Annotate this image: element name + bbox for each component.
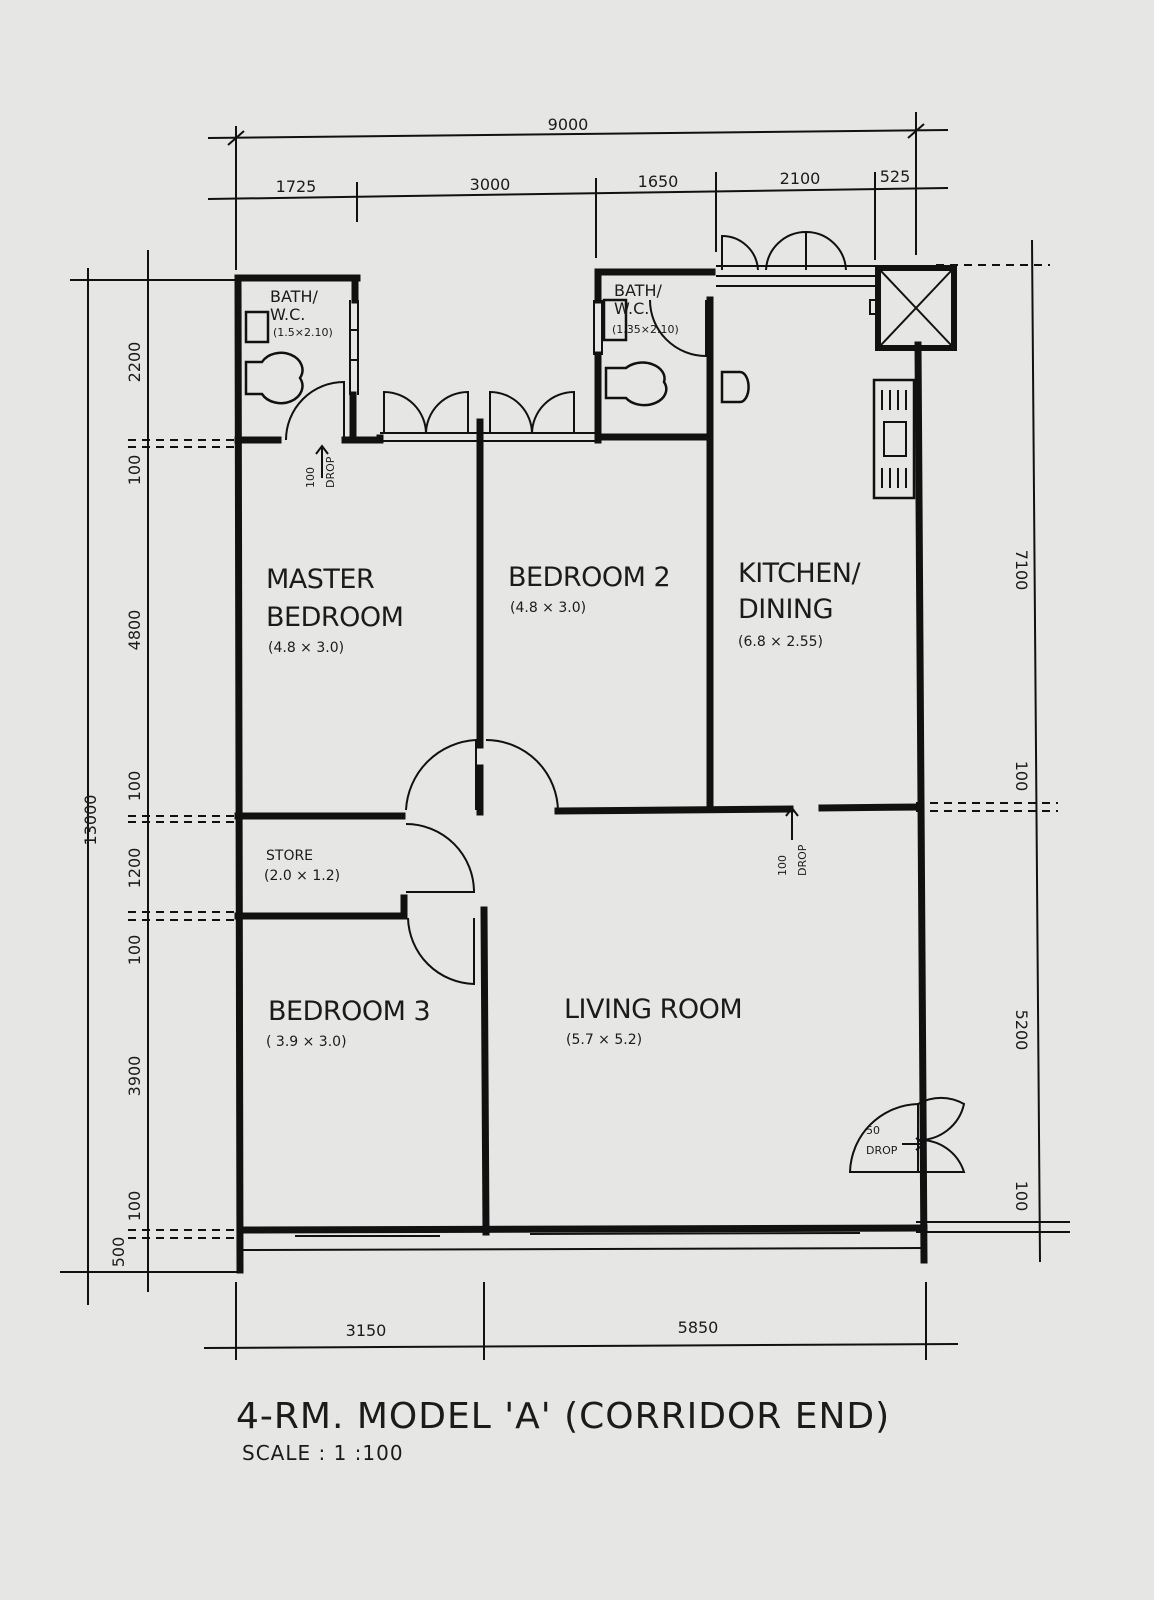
drop-markers: 100 DROP 100 DROP 50 DROP xyxy=(304,444,926,1157)
dim-top-1: 1725 xyxy=(276,177,317,196)
dim-right-2: 100 xyxy=(1012,761,1031,792)
basin-icon xyxy=(244,310,270,344)
bath2-label-line2: W.C. xyxy=(614,299,649,318)
openings xyxy=(285,230,966,1173)
dim-left-total: 13000 xyxy=(81,795,100,846)
bath2-label-line1: BATH/ xyxy=(614,281,662,300)
left-dimensions: 13000 2200 100 4800 100 1200 100 3900 10… xyxy=(60,250,240,1305)
kitchen-label-line2: DINING xyxy=(738,594,833,625)
dim-top-5: 525 xyxy=(880,167,911,186)
drop1-value: 100 xyxy=(304,467,317,488)
bedroom2-size: (4.8 × 3.0) xyxy=(510,600,586,616)
kitchen-fixture-icon xyxy=(720,370,750,404)
bath1-size: (1.5×2.10) xyxy=(273,326,333,339)
bedroom3-size: ( 3.9 × 3.0) xyxy=(266,1034,347,1050)
walls xyxy=(234,265,957,1274)
bath1-label-line2: W.C. xyxy=(270,305,305,324)
plan-title: 4-RM. MODEL 'A' (CORRIDOR END) xyxy=(236,1396,890,1437)
toilet-icon-2 xyxy=(604,361,668,407)
dim-left-6: 100 xyxy=(125,935,144,966)
bath1-label-line1: BATH/ xyxy=(270,287,318,306)
master-bedroom-label-line1: MASTER xyxy=(266,564,374,595)
toilet-icon xyxy=(244,351,304,405)
dim-left-1: 2200 xyxy=(125,342,144,383)
bedroom2-label: BEDROOM 2 xyxy=(508,562,670,593)
plan-scale: SCALE : 1 :100 xyxy=(242,1441,404,1465)
drop1-label: DROP xyxy=(324,456,337,488)
bath2-size: (1.35×2.10) xyxy=(612,323,679,336)
dim-left-2: 100 xyxy=(125,455,144,486)
dim-left-7: 3900 xyxy=(125,1056,144,1097)
top-dimensions: 9000 1725 3000 1650 2100 525 xyxy=(207,112,949,270)
basin-icon-2 xyxy=(602,298,628,342)
dim-right-3: 5200 xyxy=(1012,1010,1031,1051)
dim-top-2: 3000 xyxy=(470,175,511,194)
master-bedroom-label-line2: BEDROOM xyxy=(266,602,403,633)
dim-left-3: 4800 xyxy=(125,610,144,651)
room-labels: BATH/ W.C. (1.5×2.10) BATH/ W.C. (1.35×2… xyxy=(264,281,862,1050)
dim-left-5: 1200 xyxy=(125,848,144,889)
dim-top-4: 2100 xyxy=(780,169,821,188)
kitchen-size: (6.8 × 2.55) xyxy=(738,634,823,650)
master-bedroom-size: (4.8 × 3.0) xyxy=(268,640,344,656)
sink-icon xyxy=(872,378,916,500)
drop3-label: DROP xyxy=(866,1144,898,1157)
dim-bottom-1: 3150 xyxy=(346,1321,387,1340)
drop3-value: 50 xyxy=(866,1124,880,1137)
living-room-size: (5.7 × 5.2) xyxy=(566,1032,642,1048)
dim-left-8: 100 xyxy=(125,1191,144,1222)
kitchen-label-line1: KITCHEN/ xyxy=(738,558,861,589)
drop2-label: DROP xyxy=(796,844,809,876)
dim-left-4: 100 xyxy=(125,771,144,802)
drop2-value: 100 xyxy=(776,855,789,876)
dim-right-1: 7100 xyxy=(1012,550,1031,591)
dim-top-3: 1650 xyxy=(638,172,679,191)
living-room-label: LIVING ROOM xyxy=(564,994,742,1025)
right-dimensions: 7100 100 5200 100 xyxy=(916,239,1070,1263)
bottom-dimensions: 3150 5850 xyxy=(203,1282,959,1360)
bedroom3-label: BEDROOM 3 xyxy=(268,996,430,1027)
store-label: STORE xyxy=(266,848,313,864)
dim-left-9: 500 xyxy=(109,1237,128,1268)
dim-right-4: 100 xyxy=(1012,1181,1031,1212)
dim-top-total: 9000 xyxy=(548,115,589,134)
store-size: (2.0 × 1.2) xyxy=(264,868,340,884)
dim-bottom-2: 5850 xyxy=(678,1318,719,1337)
fixtures xyxy=(244,298,916,500)
